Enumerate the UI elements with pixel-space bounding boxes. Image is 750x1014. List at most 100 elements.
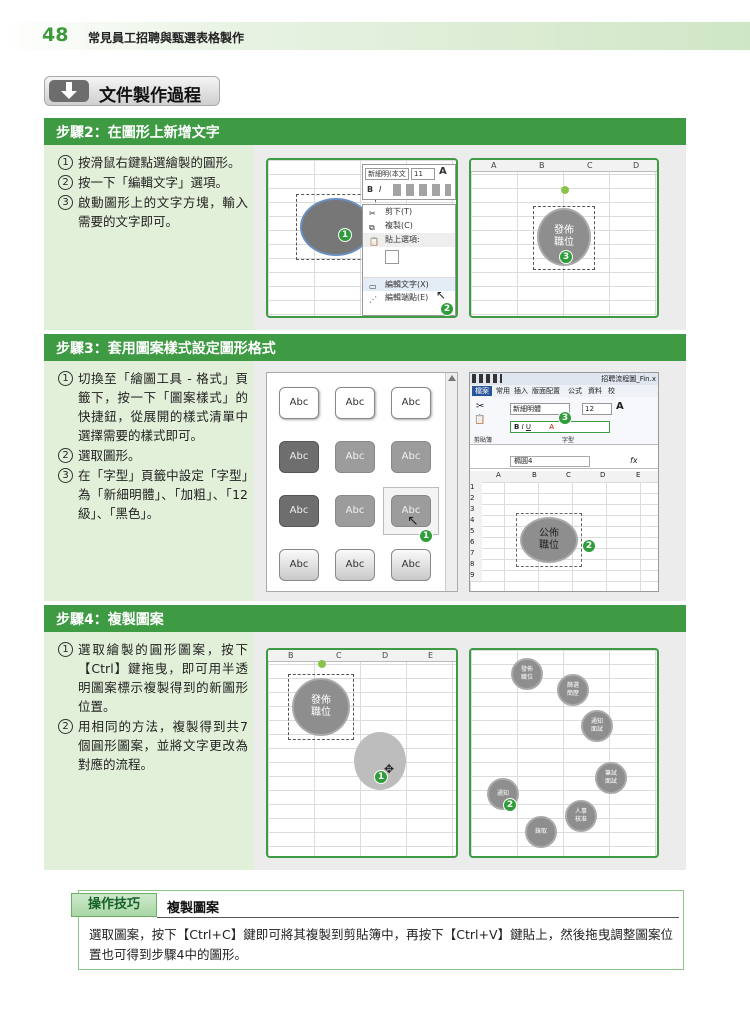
screenshot-style-gallery: Abc Abc Abc Abc Abc Abc Abc Abc Abc ↖ 1 …: [266, 372, 458, 592]
step4-bar: 步驟4：複製圖案: [44, 605, 686, 632]
bold-icon[interactable]: B: [367, 185, 374, 194]
tip-label: 操作技巧: [71, 893, 157, 917]
style-option[interactable]: Abc: [391, 549, 431, 581]
tab-review[interactable]: 校: [608, 387, 615, 395]
style-option[interactable]: Abc: [279, 441, 319, 473]
page-number: 48: [42, 24, 69, 46]
style-option[interactable]: Abc: [279, 387, 319, 419]
gallery-scrollbar[interactable]: [445, 373, 457, 591]
oval-shape: 篩選 簡歷: [557, 674, 589, 706]
formula-bar: 橢圓4 fx: [470, 455, 658, 469]
section-title: 文件製作過程: [99, 86, 201, 106]
screenshot-edit-text-menu: 1 新細明(本文 - 11 A B I ✂剪下(T) ⧉複製(C) 📋貼上選項:…: [266, 158, 458, 318]
style-option[interactable]: Abc: [335, 495, 375, 527]
function-icon[interactable]: fx: [630, 456, 638, 465]
step-badge: 2: [582, 539, 596, 553]
page-header: 48 常見員工招聘與甄選表格製作: [0, 22, 750, 50]
step-badge: 3: [559, 250, 573, 264]
font-select[interactable]: 新細明(本文 -: [365, 168, 409, 180]
grow-font-icon[interactable]: A: [616, 401, 624, 412]
down-arrow-icon: [49, 80, 89, 102]
tip-title: 複製圖案: [167, 901, 220, 916]
style-option[interactable]: Abc: [391, 441, 431, 473]
menu-item-edit-text[interactable]: ▭編輯文字(X): [363, 277, 455, 291]
selection-box: [516, 513, 582, 567]
page-title: 常見員工招聘與甄選表格製作: [88, 31, 245, 45]
style-option[interactable]: Abc: [335, 549, 375, 581]
rotate-handle[interactable]: [561, 186, 569, 194]
ribbon-tabs: 檔案 常用 插入 版面配置 公式 資料 校: [470, 385, 658, 397]
bold-italic-underline[interactable]: B I U A: [510, 421, 610, 433]
screenshot-seven-ovals: 發佈 職位 篩選 簡歷 通知 面試 筆試 面試 人事 核准 錄取 通知 2: [469, 648, 659, 858]
scissors-icon[interactable]: ✂: [476, 401, 485, 412]
style-option[interactable]: Abc: [279, 549, 319, 581]
cursor-icon: ↖: [407, 513, 419, 529]
name-box[interactable]: 橢圓4: [510, 456, 590, 467]
menu-item-copy[interactable]: ⧉複製(C): [363, 219, 455, 233]
menu-item-paste-options[interactable]: 📋貼上選項:: [363, 233, 455, 247]
oval-shape: 通知 面試: [581, 710, 613, 742]
bold-icon: B: [514, 423, 520, 431]
selection-box: [533, 206, 595, 270]
style-option[interactable]: Abc: [391, 387, 431, 419]
tab-home[interactable]: 常用: [496, 387, 510, 395]
tab-file[interactable]: 檔案: [472, 386, 492, 396]
step2-bar: 步驟2：在圖形上新增文字: [44, 118, 686, 145]
step-badge: 2: [440, 302, 454, 316]
grow-font-icon[interactable]: A: [439, 166, 447, 177]
italic-icon[interactable]: I: [379, 185, 382, 194]
align-icons[interactable]: [393, 184, 451, 196]
menu-item-cut[interactable]: ✂剪下(T): [363, 205, 455, 219]
step-badge: 2: [503, 798, 517, 812]
clipboard-icon: [385, 250, 399, 264]
section-heading: 文件製作過程: [44, 76, 220, 106]
cursor-icon: ↖: [436, 288, 447, 302]
tab-data[interactable]: 資料: [588, 387, 602, 395]
oval-shape: 發佈 職位: [511, 658, 543, 690]
screenshot-ctrl-drag: B C D E 發佈 職位 ✥ 1: [266, 648, 458, 858]
oval-shape: 發佈 職位: [292, 678, 350, 736]
style-option[interactable]: Abc: [279, 495, 319, 527]
underline-icon: U: [525, 423, 532, 431]
column-header: A B C D: [471, 160, 657, 172]
style-option[interactable]: Abc: [335, 441, 375, 473]
menu-item-edit-points[interactable]: ⋰編輯端點(E): [363, 291, 455, 305]
oval-shape: 人事 核准: [565, 800, 597, 832]
oval-shape: 公佈 職位: [520, 517, 578, 563]
tab-formulas[interactable]: 公式: [568, 387, 582, 395]
font-size-box[interactable]: 12: [582, 403, 612, 415]
text-box-icon: ▭: [369, 282, 377, 291]
rotate-handle[interactable]: [318, 660, 326, 668]
screenshot-typed-text: A B C D 發佈 職位 3: [469, 158, 659, 318]
tab-layout[interactable]: 版面配置: [532, 387, 560, 395]
scroll-up-icon: [447, 375, 456, 381]
font-color-icon: A: [549, 423, 555, 431]
font-name-box[interactable]: 新細明體: [510, 403, 570, 415]
paste-option[interactable]: [363, 247, 455, 269]
scissors-icon: ✂: [369, 209, 376, 218]
selection-box: [288, 674, 354, 740]
step-badge: 1: [374, 770, 388, 784]
step-badge: 3: [558, 411, 572, 425]
step-badge: 1: [419, 529, 433, 543]
tip-text: 選取圖案，按下【Ctrl+C】鍵即可將其複製到剪貼簿中，再按下【Ctrl+V】鍵…: [89, 927, 673, 962]
screenshot-font-ribbon: 招聘流程圖_Fin.x 檔案 常用 插入 版面配置 公式 資料 校 ✂ 📋 新細…: [469, 372, 659, 592]
tab-insert[interactable]: 插入: [514, 387, 528, 395]
size-select[interactable]: 11: [411, 168, 435, 180]
points-icon: ⋰: [369, 295, 377, 304]
mini-toolbar: 新細明(本文 - 11 A B I: [362, 164, 456, 200]
style-option[interactable]: Abc: [335, 387, 375, 419]
paste-icon[interactable]: 📋: [474, 415, 486, 425]
style-option-selected[interactable]: Abc: [391, 495, 431, 527]
quick-access-icons: [472, 374, 502, 383]
column-header: B C D E: [268, 650, 456, 662]
